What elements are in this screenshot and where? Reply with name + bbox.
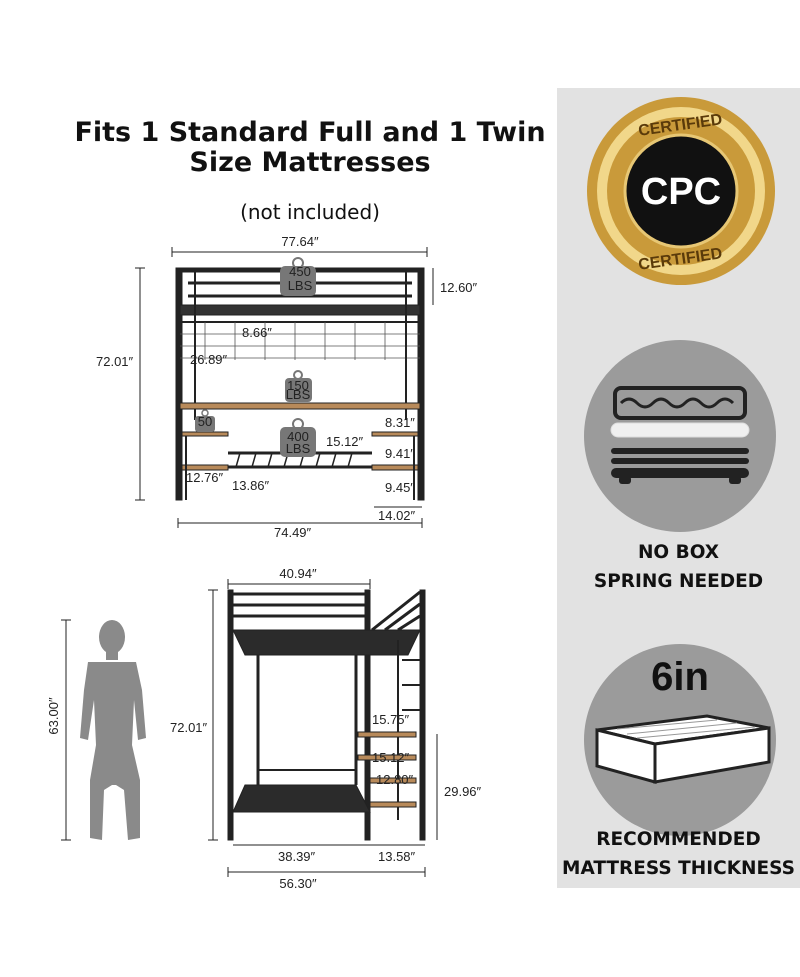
dim-d1: 8.31″ — [385, 415, 415, 430]
no-box-spring-label: NO BOX SPRING NEEDED — [557, 538, 800, 596]
weight-tag-400 — [280, 418, 316, 457]
dim-d4: 14.02″ — [378, 508, 416, 523]
total-width: 56.30″ — [279, 876, 317, 891]
heading-line-1: Fits 1 Standard Full and 1 Twin — [74, 117, 546, 148]
front-width-bottom: 74.49″ — [274, 525, 312, 540]
weight-50-value: 50 — [198, 414, 212, 429]
person-silhouette — [80, 620, 146, 840]
no-box-line-1: NO BOX — [637, 542, 720, 563]
dim-d2: 9.41″ — [385, 446, 415, 461]
weight-450-value: 450 — [289, 264, 311, 279]
heading-note: (not included) — [240, 200, 380, 224]
front-height: 72.01″ — [96, 354, 134, 369]
weight-tag-450 — [280, 257, 316, 296]
ladder-width: 13.58″ — [378, 849, 416, 864]
cpc-seal: CPC CERTIFIED CERTIFIED — [587, 97, 775, 285]
upper-clearance: 26.89″ — [190, 352, 228, 367]
person-height-line — [61, 619, 71, 841]
side-top-width: 40.94″ — [279, 566, 317, 581]
thickness-text: 6in — [651, 655, 709, 699]
step-1: 15.75″ — [372, 712, 410, 727]
recommended-label: RECOMMENDED MATTRESS THICKNESS — [557, 825, 800, 883]
shelf-height: 29.96″ — [444, 784, 482, 799]
mattress-thickness-badge: 6in — [584, 644, 776, 836]
weight-150-value: 150 — [287, 378, 309, 393]
weight-tag-150 — [285, 370, 312, 402]
side-height: 72.01″ — [170, 720, 208, 735]
weight-400-value: 400 — [287, 429, 309, 444]
no-box-line-2: SPRING NEEDED — [593, 571, 764, 592]
person-height: 63.00″ — [46, 697, 61, 735]
rail-height: 12.60″ — [440, 280, 478, 295]
heading-line-2: Size Mattresses — [189, 147, 431, 178]
bed-diagram: 450 LBS 150 LBS 400 LBS 50 77.64″ 72.01″… — [46, 234, 482, 891]
shelf-gap: 8.66″ — [242, 325, 272, 340]
recommended-line-1: RECOMMENDED — [596, 829, 761, 850]
side-view — [208, 579, 438, 877]
weight-150-unit: LBS — [286, 387, 311, 402]
dim-d3: 9.45″ — [385, 480, 415, 495]
recommended-line-2: MATTRESS THICKNESS — [562, 858, 795, 879]
weight-tag-50 — [195, 409, 215, 432]
weight-400-unit: LBS — [286, 441, 311, 456]
weight-450-unit: LBS — [288, 278, 313, 293]
step-2: 15.12″ — [372, 750, 410, 765]
feature-badges: CPC CERTIFIED CERTIFIED 6in — [584, 97, 776, 836]
step-3: 12.80″ — [376, 772, 414, 787]
feature-panel: CPC CERTIFIED CERTIFIED 6in — [557, 88, 800, 888]
bed-width: 38.39″ — [278, 849, 316, 864]
seal-center-text: CPC — [641, 171, 721, 213]
no-box-spring-badge — [584, 340, 776, 532]
dim-d5: 12.76″ — [186, 470, 224, 485]
dim-d6: 13.86″ — [232, 478, 270, 493]
heading: Fits 1 Standard Full and 1 Twin Size Mat… — [60, 118, 560, 178]
front-width-top: 77.64″ — [281, 234, 319, 249]
desk-depth: 15.12″ — [326, 434, 364, 449]
